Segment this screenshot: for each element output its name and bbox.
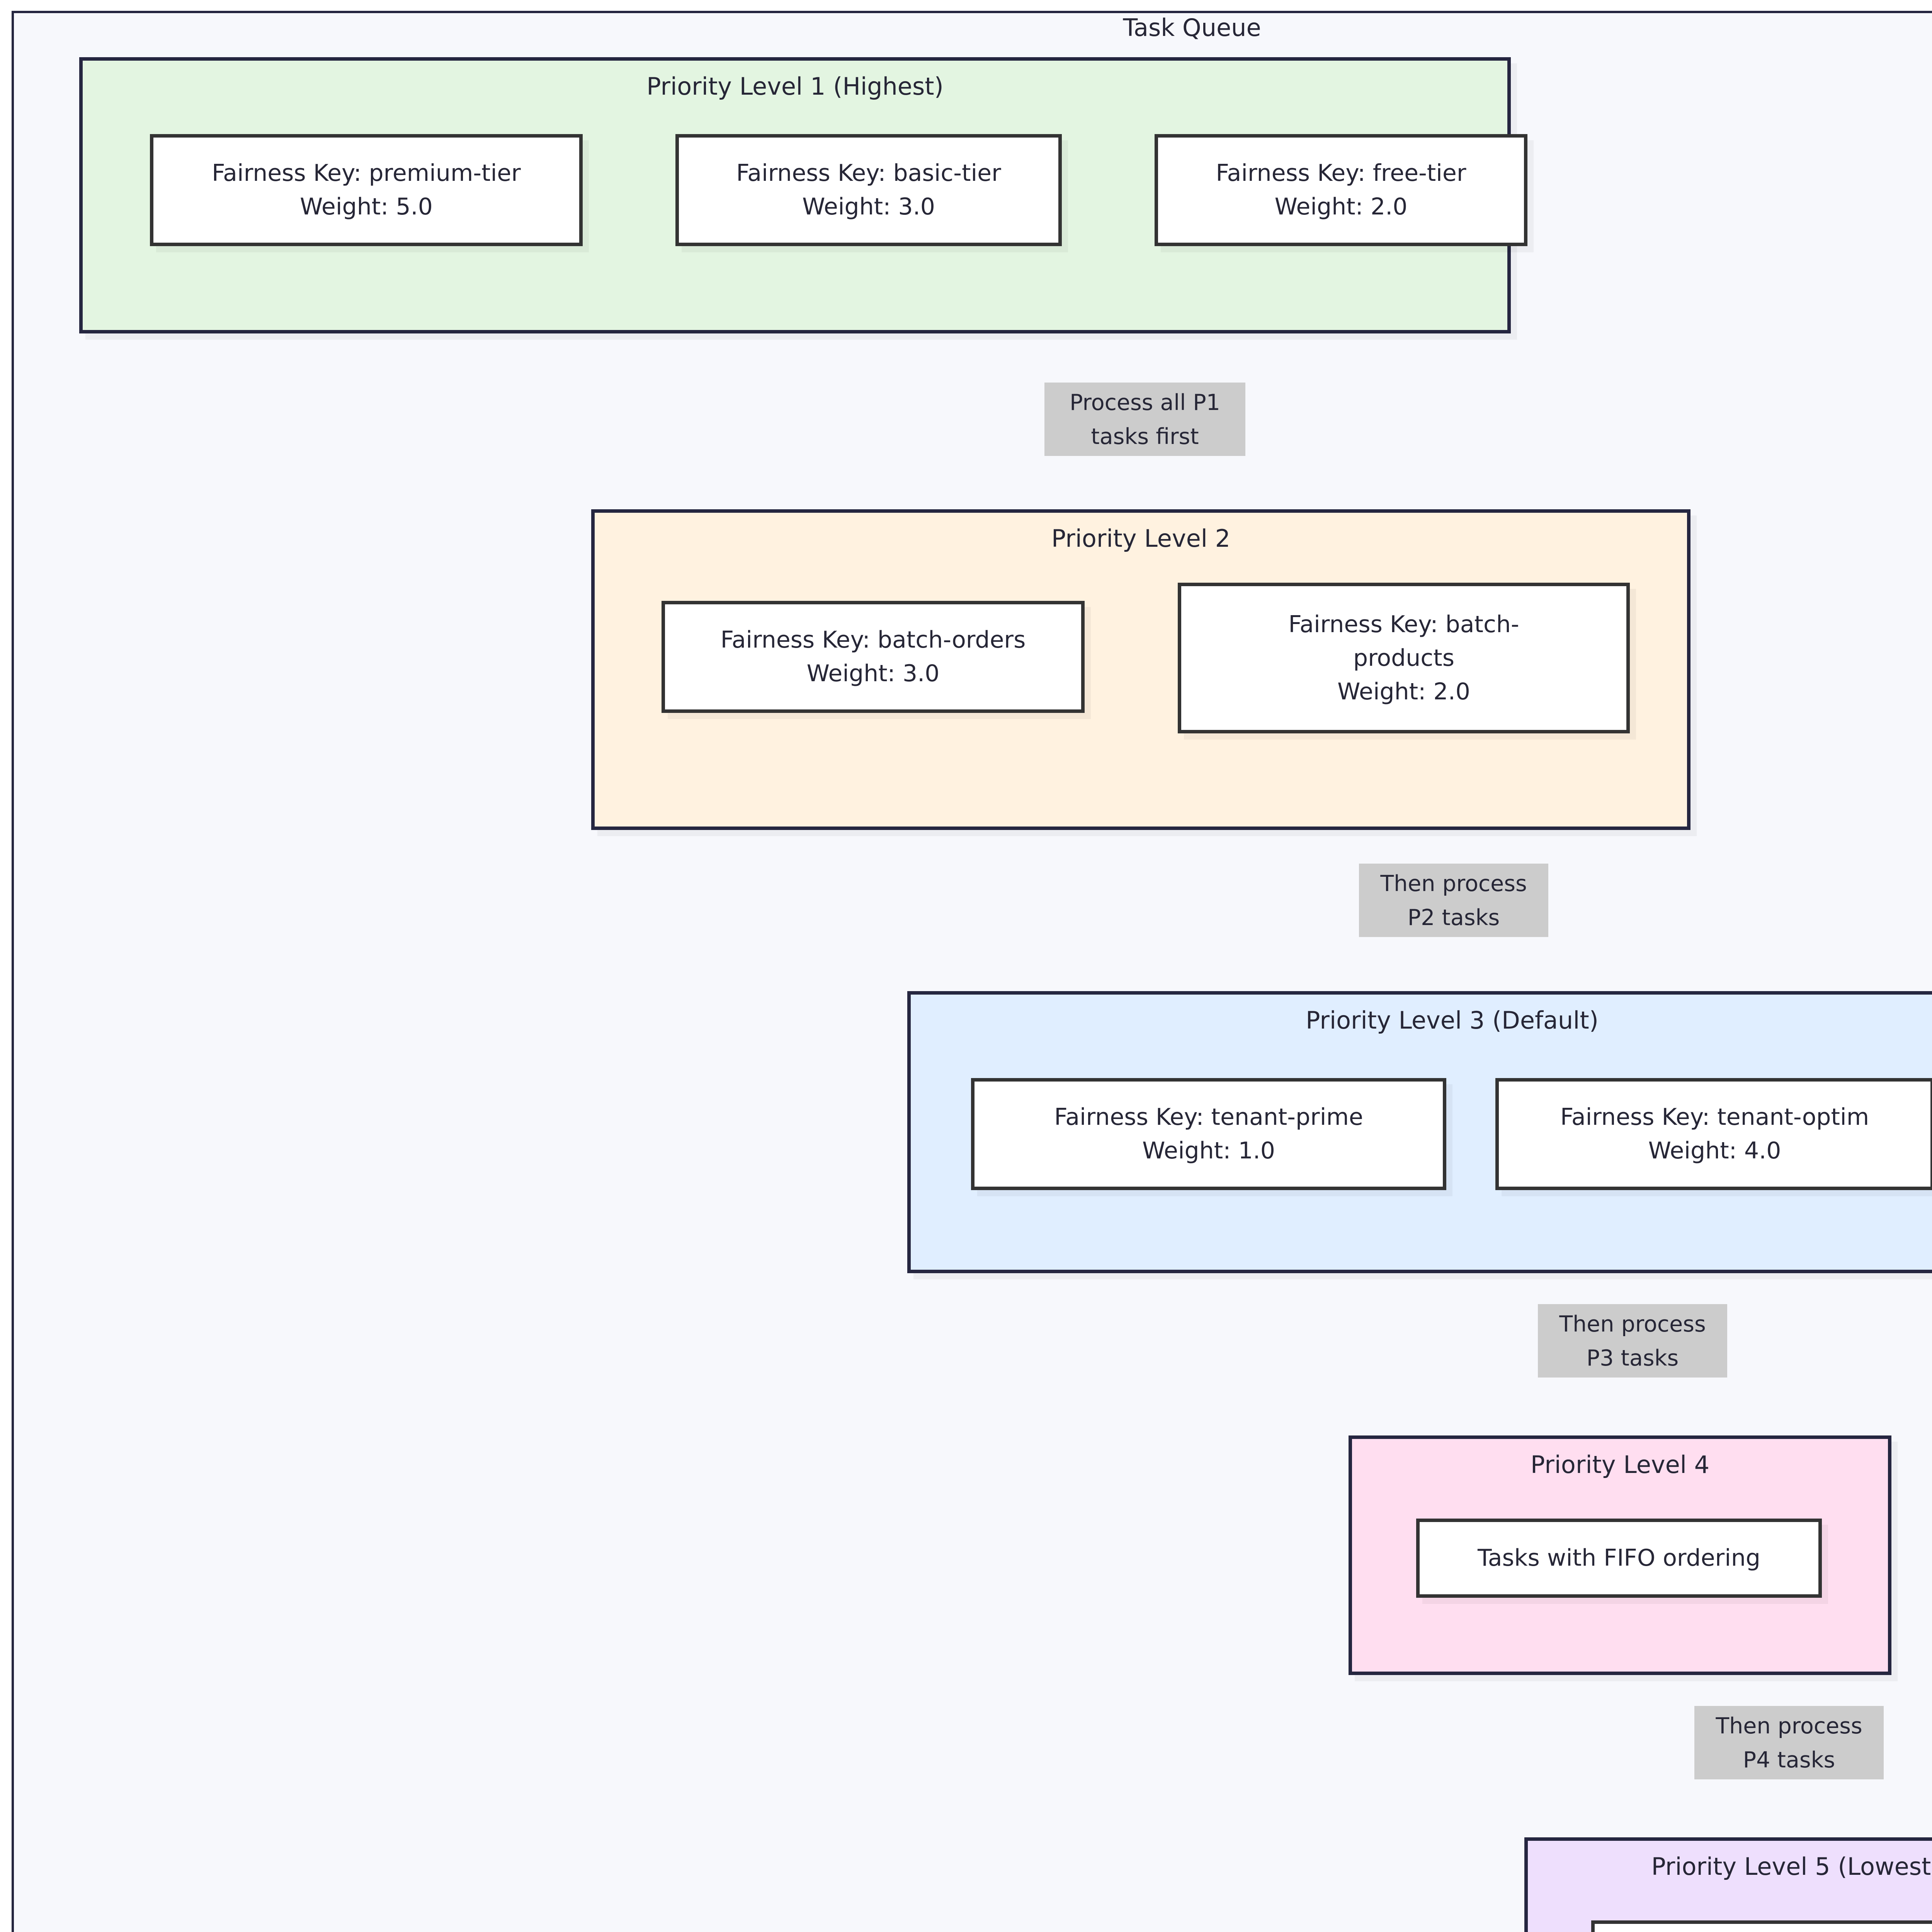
edge-label-p1-p2: Process all P1 tasks first bbox=[1044, 383, 1245, 456]
weight-label: Weight: 3.0 bbox=[806, 660, 940, 687]
queue-node-basic-tier[interactable]: Fairness Key: basic-tier Weight: 3.0 bbox=[675, 134, 1062, 246]
fairness-key-label: Fairness Key: basic-tier bbox=[736, 160, 1001, 187]
fifo-label: Tasks with FIFO ordering bbox=[1478, 1544, 1760, 1571]
fairness-key-label: Fairness Key: batch-orders bbox=[720, 626, 1026, 653]
weight-label: Weight: 2.0 bbox=[1337, 678, 1470, 705]
priority-level-5-title: Priority Level 5 (Lowest) bbox=[1651, 1852, 1932, 1881]
fairness-key-label: Fairness Key: tenant-prime bbox=[1054, 1104, 1363, 1131]
priority-level-5-container[interactable] bbox=[1524, 1837, 1932, 1932]
queue-node-tenant-prime[interactable]: Fairness Key: tenant-prime Weight: 1.0 bbox=[971, 1078, 1446, 1190]
weight-label: Weight: 1.0 bbox=[1142, 1137, 1275, 1164]
weight-label: Weight: 5.0 bbox=[300, 193, 433, 220]
task-queue-title: Task Queue bbox=[1123, 14, 1261, 42]
weight-label: Weight: 4.0 bbox=[1648, 1137, 1781, 1164]
fairness-key-label: Fairness Key: tenant-optim bbox=[1560, 1104, 1869, 1131]
queue-node-p5-fifo[interactable]: Tasks with FIFO ordering bbox=[1591, 1920, 1932, 1932]
queue-node-batch-products[interactable]: Fairness Key: batch- products Weight: 2.… bbox=[1178, 583, 1630, 733]
queue-node-tenant-optim[interactable]: Fairness Key: tenant-optim Weight: 4.0 bbox=[1495, 1078, 1932, 1190]
priority-level-1-title: Priority Level 1 (Highest) bbox=[646, 72, 944, 100]
priority-level-3-title: Priority Level 3 (Default) bbox=[1306, 1006, 1599, 1034]
edge-label-p2-p3: Then process P2 tasks bbox=[1359, 864, 1548, 937]
weight-label: Weight: 3.0 bbox=[802, 193, 935, 220]
fairness-key-label: Fairness Key: premium-tier bbox=[212, 160, 521, 187]
fairness-key-label: Fairness Key: batch- products bbox=[1288, 611, 1519, 672]
priority-level-4-title: Priority Level 4 bbox=[1530, 1451, 1710, 1479]
priority-level-2-title: Priority Level 2 bbox=[1051, 524, 1231, 553]
queue-node-batch-orders[interactable]: Fairness Key: batch-orders Weight: 3.0 bbox=[662, 601, 1085, 713]
queue-node-p4-fifo[interactable]: Tasks with FIFO ordering bbox=[1416, 1519, 1822, 1598]
edge-label-p4-p5: Then process P4 tasks bbox=[1694, 1706, 1884, 1779]
queue-node-premium-tier[interactable]: Fairness Key: premium-tier Weight: 5.0 bbox=[150, 134, 583, 246]
weight-label: Weight: 2.0 bbox=[1274, 193, 1408, 220]
edge-label-p3-p4: Then process P3 tasks bbox=[1538, 1304, 1727, 1378]
queue-node-free-tier[interactable]: Fairness Key: free-tier Weight: 2.0 bbox=[1155, 134, 1527, 246]
fairness-key-label: Fairness Key: free-tier bbox=[1216, 160, 1466, 187]
